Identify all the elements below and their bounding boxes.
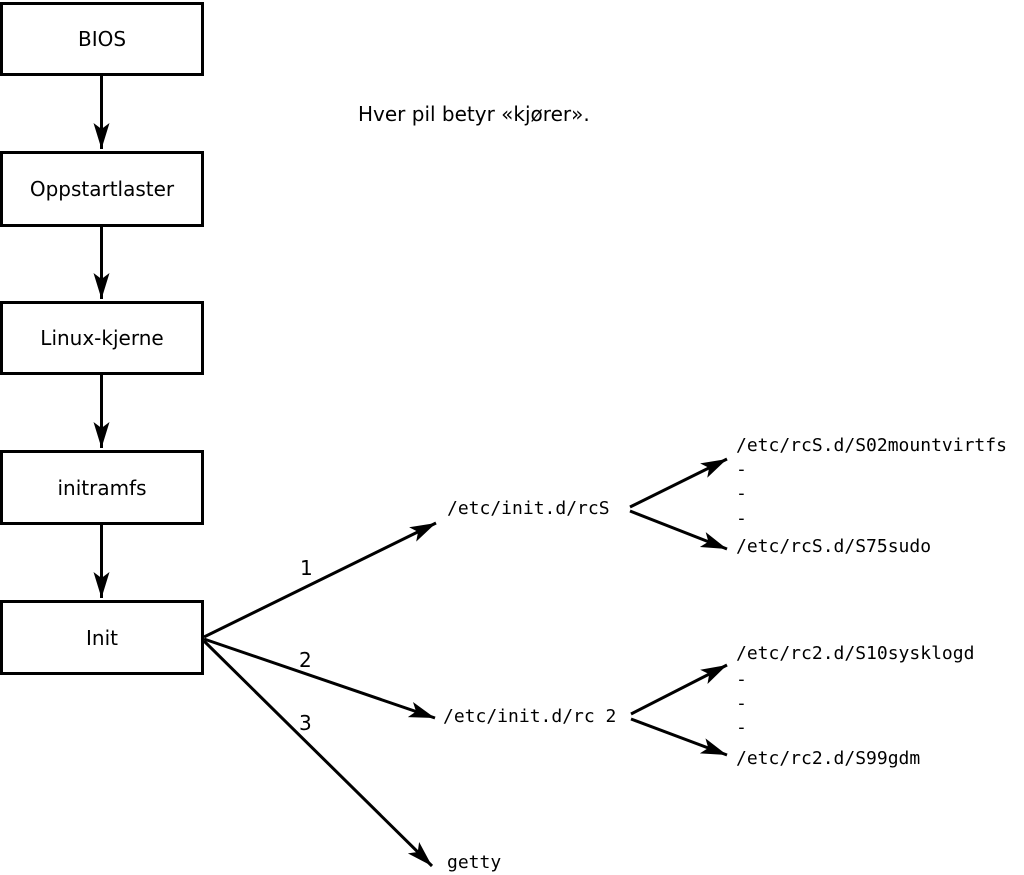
rc2-child-dash: - [736,669,747,690]
rcS-child-dash: - [736,508,747,529]
script-rc2: /etc/init.d/rc 2 [443,706,617,727]
node-linux-kernel: Linux-kjerne [0,301,204,375]
note-text: Hver pil betyr «kjører». [358,102,590,126]
arrow-label-2: 2 [299,648,312,672]
rc2-child-last: /etc/rc2.d/S99gdm [736,748,921,769]
arrow-rc2-to-first [630,663,728,716]
node-initramfs: initramfs [0,450,204,525]
rcS-child-dash: - [736,459,747,480]
node-bios-label: BIOS [77,27,127,51]
arrow-rc2-to-last [630,717,728,757]
node-initramfs-label: initramfs [57,475,147,500]
arrow-rcS-to-last [629,509,728,551]
node-bootloader: Oppstartlaster [0,151,204,227]
node-init: Init [0,600,204,675]
arrow-label-3: 3 [299,711,312,735]
script-rcS: /etc/init.d/rcS [447,498,610,519]
script-getty: getty [447,852,502,873]
arrow-rcS-to-first [629,457,728,509]
arrow-label-1: 1 [300,556,313,580]
arrow-init-to-getty [202,639,434,868]
node-bios: BIOS [0,2,204,76]
node-init-label: Init [86,625,118,650]
node-bootloader-label: Oppstartlaster [29,177,175,201]
arrow-init-to-rc2 [203,637,436,720]
rc2-child-first: /etc/rc2.d/S10sysklogd [736,643,975,664]
arrow-init-to-rcS [203,521,437,639]
rc2-child-dash: - [736,717,747,738]
node-linux-kernel-label: Linux-kjerne [40,326,164,350]
rc2-child-dash: - [736,693,747,714]
rcS-child-first: /etc/rcS.d/S02mountvirtfs [736,435,1007,456]
rcS-child-last: /etc/rcS.d/S75sudo [736,536,932,557]
rcS-child-dash: - [736,483,747,504]
